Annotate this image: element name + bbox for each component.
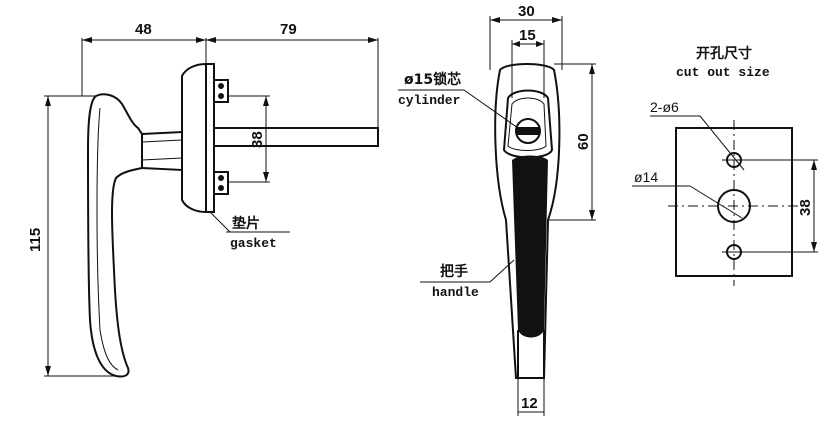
gasket-label-cn: 垫片 (232, 215, 260, 232)
side-view: 48 79 38 115 垫片 gasket (27, 21, 379, 378)
big-hole-label: ø14 (634, 169, 658, 185)
gasket-label-en: gasket (230, 236, 277, 251)
shaft (213, 127, 379, 147)
base-flange (181, 62, 207, 214)
dim-body-height: 60 (575, 133, 592, 150)
upper-screw (213, 79, 229, 103)
handle-grip (512, 155, 548, 338)
small-holes-label: 2-ø6 (650, 99, 679, 115)
dim-screw-spacing: 38 (249, 131, 266, 148)
dim-hole-spacing: 38 (797, 199, 814, 216)
cutout-title-en: cut out size (676, 65, 770, 80)
cutout-title-cn: 开孔尺寸 (696, 45, 752, 62)
handle-label-cn: 把手 (440, 263, 468, 280)
dim-handle-length: 115 (27, 228, 44, 252)
dim-cylinder-width: 15 (519, 27, 536, 44)
dim-base-depth: 48 (135, 21, 152, 38)
dim-handle-tip-width: 12 (521, 395, 538, 412)
cylinder-label-en: cylinder (398, 93, 460, 108)
handle-side-profile (86, 93, 143, 378)
lower-screw (213, 171, 229, 195)
cylinder (515, 118, 541, 144)
cutout-view: 开孔尺寸 cut out size 2-ø6 ø14 38 (632, 45, 818, 286)
dim-shaft-length: 79 (280, 21, 297, 38)
big-center-hole (717, 189, 751, 223)
front-view: 30 15 60 12 ø15锁芯 cylinder 把手 handle (398, 3, 596, 416)
dim-total-width: 30 (518, 3, 535, 20)
handle-front-body (494, 63, 561, 379)
handle-label-en: handle (432, 285, 479, 300)
cylinder-label-cn: ø15锁芯 (404, 71, 461, 88)
